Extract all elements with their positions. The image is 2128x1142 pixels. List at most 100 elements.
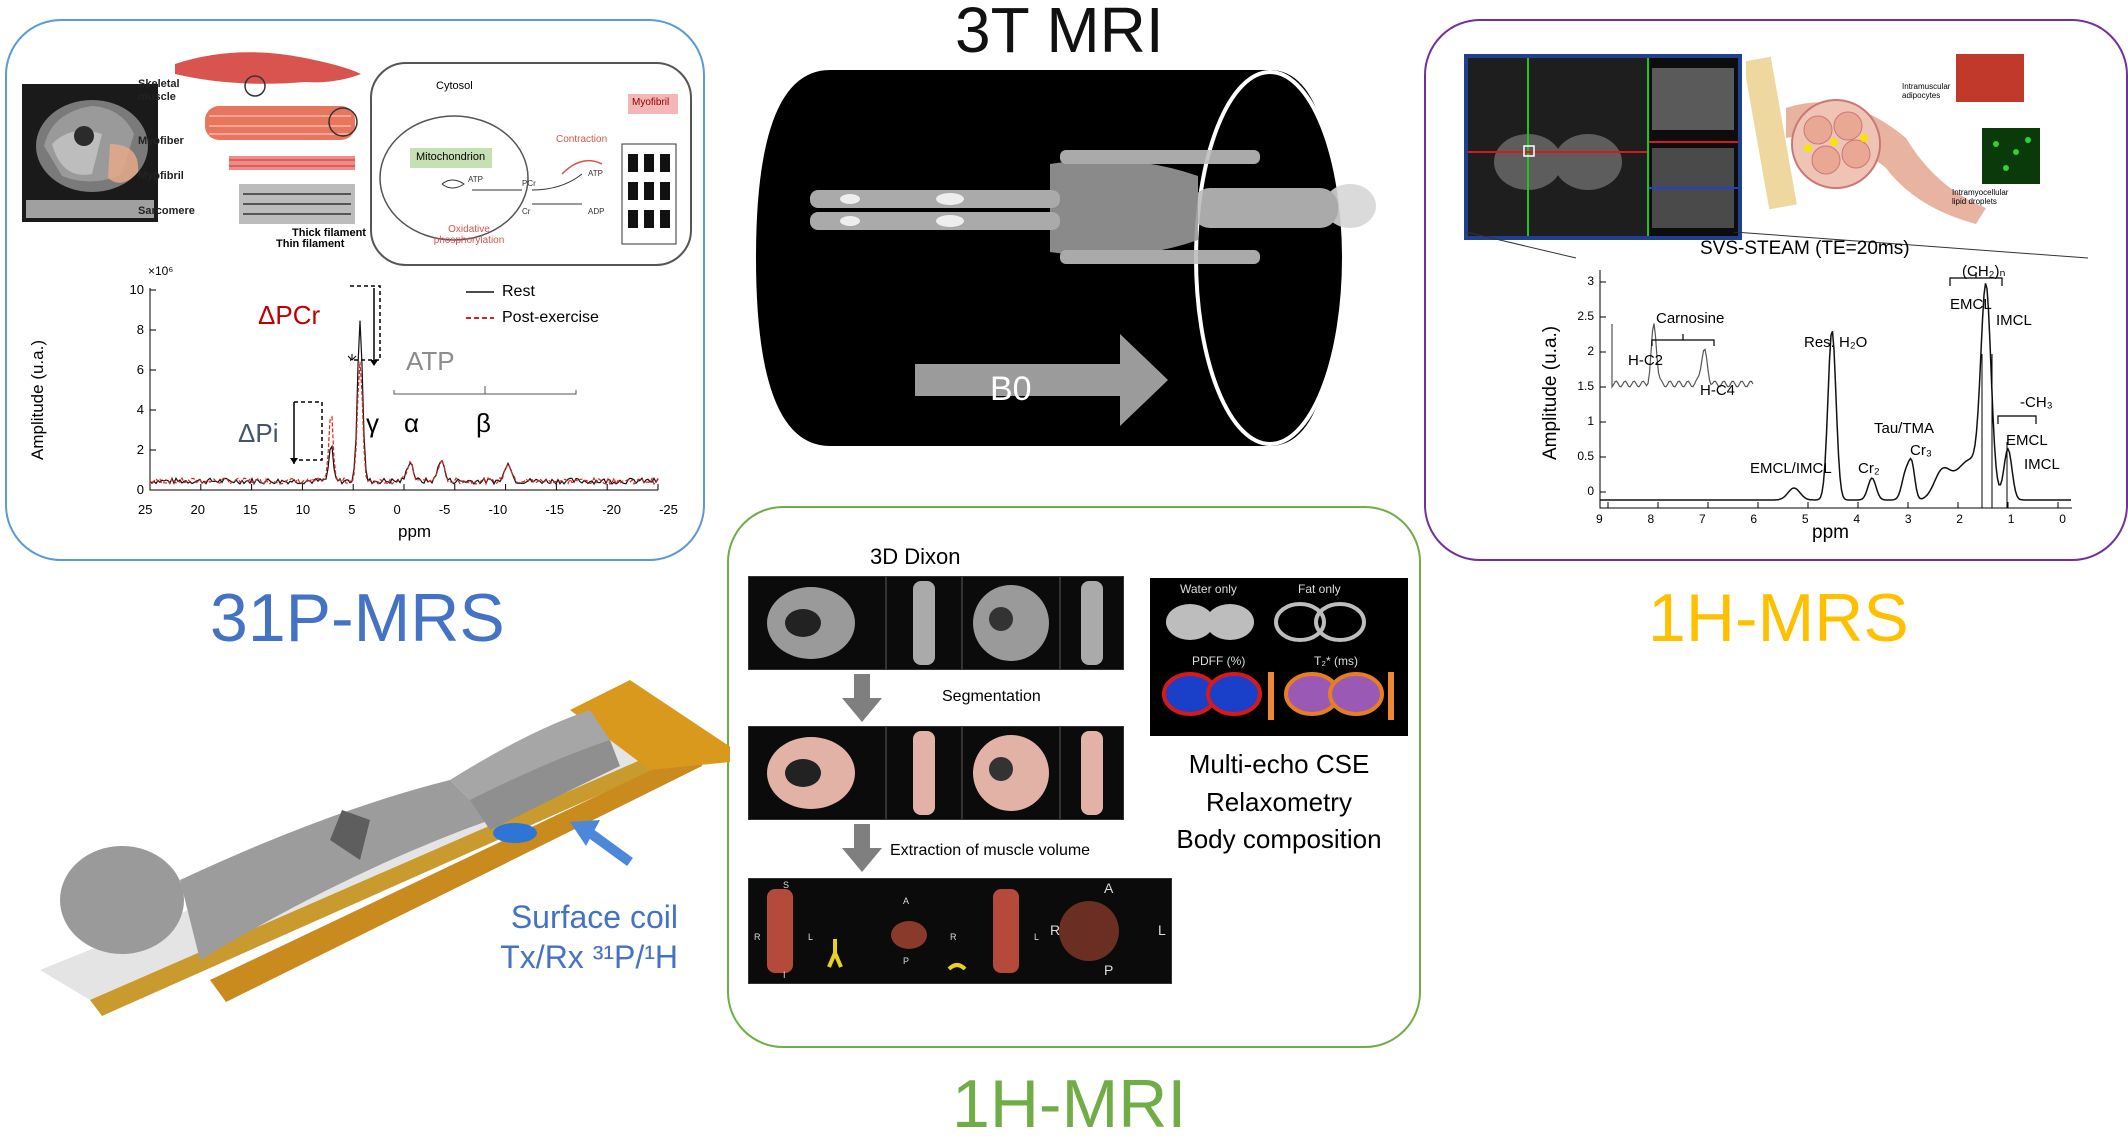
ytick: 4 [136, 402, 144, 417]
xtick: 0 [393, 502, 401, 517]
method-cse: Multi-echo CSE [1188, 749, 1370, 779]
svg-text:ATP: ATP [588, 169, 603, 178]
dixon-axial-1 [748, 576, 886, 670]
seg-axial-2 [962, 726, 1060, 820]
b0-label: B0 [990, 370, 1032, 408]
xtick: 4 [1853, 512, 1861, 526]
emcl2-label: EMCL [2006, 432, 2048, 449]
h1-ytick-labels: 3 2.5 2 1.5 1 0.5 0 [1574, 275, 1594, 497]
dixon-label: 3D Dixon [870, 544, 961, 569]
svg-text:PCr: PCr [522, 179, 536, 188]
orient-l2: L [1034, 932, 1040, 942]
h1-plot-title: SVS-STEAM (TE=20ms) [1700, 238, 1910, 259]
xtick: -25 [659, 502, 678, 517]
label-oxidative: Oxidative phosphorylation [433, 224, 505, 246]
ytick: 6 [136, 362, 144, 377]
alpha-label: α [404, 408, 420, 438]
t2-label: T₂* (ms) [1314, 654, 1358, 668]
imcl2-label: IMCL [2024, 456, 2060, 473]
down-arrow-1 [842, 674, 882, 722]
label-skeletal: Skeletal muscle [138, 78, 180, 103]
emcl-imcl-label: EMCL/IMCL [1750, 460, 1832, 477]
xtick: 3 [1904, 512, 1912, 526]
xtick: -5 [438, 502, 451, 517]
cse-methods: Multi-echo CSE Relaxometry Body composit… [1150, 746, 1408, 859]
ytick: 8 [136, 322, 144, 337]
orient-l1: L [808, 932, 814, 942]
thigh-ct-image [22, 84, 158, 222]
xtick: 10 [295, 502, 311, 517]
zoom-lines [1465, 232, 2089, 259]
label-mitochondrion: Mitochondrion [416, 151, 486, 163]
beta-label: β [476, 408, 491, 438]
orient-i1: I [783, 970, 786, 980]
xtick: 5 [1801, 512, 1809, 526]
hc4-label: H-C4 [1700, 382, 1736, 399]
h1-mri-label: 1H-MRI [952, 1066, 1187, 1142]
ytick: 2 [136, 442, 144, 457]
cr2-label: Cr₂ [1858, 460, 1880, 477]
water-only-label: Water only [1180, 582, 1237, 596]
segmentation-label: Segmentation [942, 688, 1041, 705]
muscle-anatomy-illustration [175, 52, 361, 224]
volume-render-strip [748, 878, 1172, 984]
legend-post: Post-exercise [502, 309, 599, 326]
xtick: 5 [348, 502, 356, 517]
label-thick: Thick filament [292, 227, 366, 239]
ytick: 10 [129, 282, 144, 297]
p31-xlabel: ppm [398, 522, 432, 541]
orient-r2: R [950, 932, 957, 942]
dixon-coronal-2 [1060, 576, 1124, 670]
mri-localizer-image [1464, 54, 1742, 240]
ytick: 0.5 [1577, 449, 1594, 463]
ytick: 1 [1587, 414, 1594, 428]
p31-ylabel: Amplitude (u.a.) [28, 340, 47, 460]
label-cytosol: Cytosol [436, 80, 473, 92]
ytick: 2.5 [1577, 309, 1594, 323]
orient-a2: A [1104, 880, 1114, 896]
xtick: 0 [2059, 512, 2066, 526]
orient-a1: A [903, 896, 910, 906]
method-body: Body composition [1176, 824, 1382, 855]
carnosine-label: Carnosine [1656, 310, 1725, 327]
xtick: 8 [1647, 512, 1655, 526]
xtick: -20 [602, 502, 621, 517]
down-arrow-2 [842, 824, 882, 872]
xtick: 2 [1956, 512, 1963, 526]
orient-s1: S [783, 880, 790, 890]
p31-ytick-labels: 10 8 6 4 2 0 [124, 283, 144, 496]
coil-line1: Surface coil [510, 899, 678, 935]
dixon-axial-2 [962, 576, 1060, 670]
xtick: 1 [2007, 512, 2015, 526]
hc2-label: H-C2 [1628, 352, 1664, 369]
label-sarcomere: Sarcomere [138, 204, 195, 217]
seg-coronal-1 [886, 726, 962, 820]
xtick: 7 [1698, 512, 1706, 526]
extraction-label: Extraction of muscle volume [890, 842, 1091, 859]
cse-maps: Water only Fat only PDFF (%) T₂* (ms) [1150, 578, 1408, 736]
xtick: -10 [488, 502, 508, 517]
ytick: 2 [1587, 344, 1594, 358]
h1-spectrum-plot [1599, 270, 2072, 509]
coil-line2: Tx/Rx ³¹P/¹H [500, 939, 678, 975]
pdff-label: PDFF (%) [1192, 654, 1246, 668]
delta-pcr-label: ΔPCr [258, 300, 321, 330]
ytick: 0 [1587, 484, 1594, 498]
label-contraction: Contraction [556, 134, 608, 145]
orient-l3: L [1158, 922, 1166, 938]
xtick: 20 [190, 502, 206, 517]
h1-xlabel: ppm [1812, 522, 1849, 543]
label-myofibril: Myofibril [138, 169, 184, 182]
p31-mrs-label: 31P-MRS [210, 580, 505, 656]
p31-spectrum-plot [149, 285, 659, 491]
method-relaxometry: Relaxometry [1206, 786, 1352, 817]
ch3-label: -CH₃ [2020, 394, 2053, 411]
ytick: 1.5 [1577, 379, 1594, 393]
xtick: 25 [138, 502, 153, 517]
patient-on-table-illustration [40, 680, 730, 1016]
p31-exp: ×10⁶ [148, 264, 174, 278]
cr3-label: Cr₃ [1910, 442, 1932, 459]
orient-p2: P [1104, 962, 1114, 978]
h1-ylabel: Amplitude (u.a.) [1540, 325, 1561, 460]
xtick: -15 [545, 502, 565, 517]
